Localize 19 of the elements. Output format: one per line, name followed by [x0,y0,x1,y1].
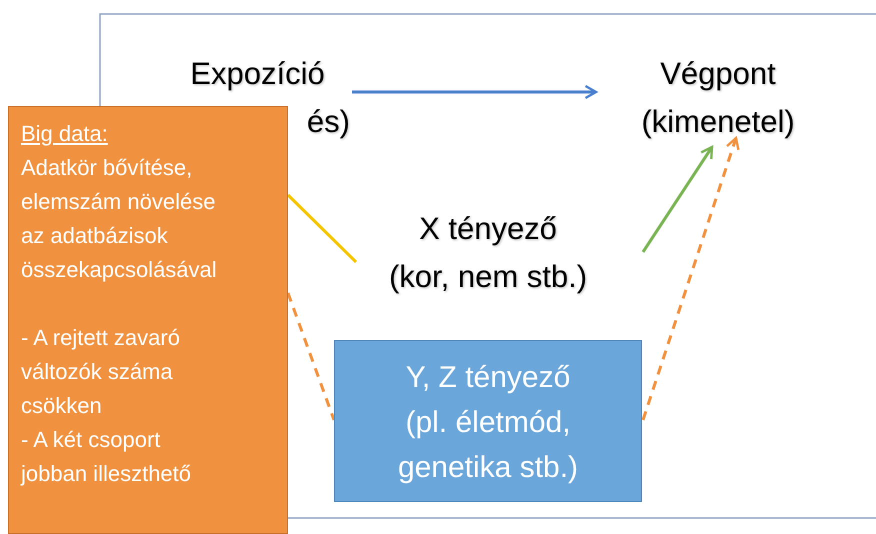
note-text: Adatkör bővítése, elemszám növelése az adatbázisok összekapcsolásával [21,154,218,284]
node-subtitle: (kimenetel) [640,103,796,141]
connector-arrow [642,146,714,253]
note-box [8,106,288,534]
connector-line [286,194,358,264]
factor-box [334,340,642,502]
note-heading: Big data: [21,120,109,148]
connector-arrow [352,84,598,100]
node-title: X tényező [418,210,558,248]
connector-line [286,292,336,421]
node-title: Expozíció [189,55,326,93]
node-title: Y, Z tényező [404,360,572,396]
connector-arrow [642,136,740,420]
note-text: - A rejtett zavaró változók száma csökken [21,324,181,420]
note-text: - A két csoport jobban illeszthető [21,426,192,488]
node-title: Végpont [659,55,777,93]
node-subtitle: (pl. életmód, genetika stb.) [396,405,580,486]
node-subtitle: és) [306,103,350,141]
node-subtitle: (kor, nem stb.) [388,258,588,296]
